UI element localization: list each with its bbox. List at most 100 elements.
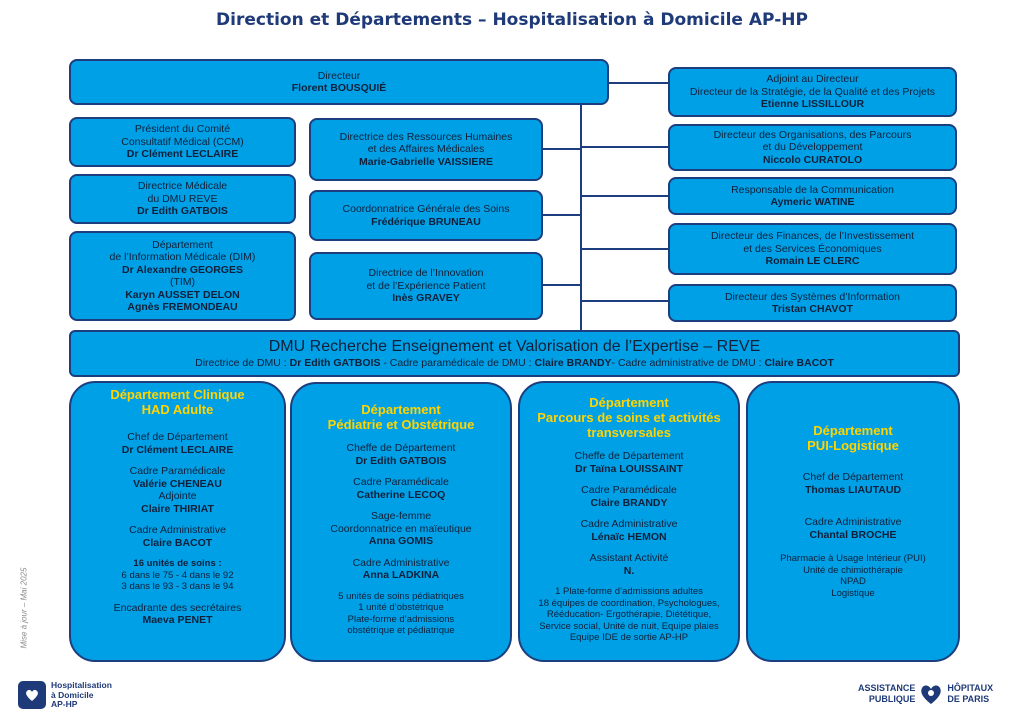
dept2-title: Département Pédiatrie et Obstétrique: [328, 402, 475, 432]
dept1-chef-name: Dr Clément LECLAIRE: [121, 443, 234, 456]
drh-line-1: Directrice des Ressources Humaines: [339, 130, 513, 143]
dept3-unites-4: Service social, Unité de nuit, Equipe pl…: [539, 620, 719, 632]
dept3-admin-role: Cadre Administrative: [580, 518, 678, 530]
dmu-sub-3-name: Claire BACOT: [764, 357, 834, 369]
dept3-title-3: transversales: [587, 425, 671, 440]
logo-had-line-3: AP-HP: [51, 699, 78, 709]
dept3-chef-name: Dr Taïna LOUISSAINT: [575, 462, 683, 475]
logo-had: Hospitalisation à Domicile AP-HP: [18, 680, 112, 710]
dept3-cadre-role: Cadre Paramédicale: [581, 484, 677, 496]
dept3-title-2: Parcours de soins et activités: [537, 410, 721, 425]
dept2-unites: 5 unités de soins pédiatriques 1 unité d…: [338, 591, 464, 637]
dept1-adjointe-role: Adjointe: [158, 490, 197, 502]
dmu-sub-1: Directrice de DMU :: [195, 357, 290, 369]
dept1-secr-name: Maeva PENET: [142, 614, 213, 626]
adj-name: Etienne LISSILLOUR: [760, 98, 865, 111]
dept1-admin-name: Claire BACOT: [142, 536, 213, 549]
dept1-unites-2: 3 dans le 93 - 3 dans le 94: [121, 581, 234, 592]
logo-had-text: Hospitalisation à Domicile AP-HP: [51, 680, 112, 710]
dept2-chef: Cheffe de Département Dr Edith GATBOIS: [347, 442, 456, 467]
dept1-unites-title: 16 unités de soins :: [133, 558, 222, 569]
dept1-title-1: Département Clinique: [110, 387, 245, 402]
dept2-admin-name: Anna LADKINA: [362, 569, 440, 581]
dept2-sf-role: Sage-femme: [370, 510, 432, 522]
drh-box: Directrice des Ressources Humaines et de…: [309, 118, 543, 181]
dept3-unites-1: 1 Plate-forme d’admissions adultes: [555, 586, 703, 597]
logo-had-line-2: à Domicile: [51, 689, 94, 700]
dept3-cadre-admin: Cadre Administrative Lénaïc HEMON: [581, 518, 678, 543]
dept2-unites-3: Plate-forme d’admissions: [347, 613, 455, 625]
dept2-unites-1: 5 unités de soins pédiatriques: [338, 590, 464, 602]
dim-line-3: (TIM): [169, 276, 196, 288]
dmu-sub-3: - Cadre administrative de DMU :: [611, 357, 765, 369]
dept-pediatrie: Département Pédiatrie et Obstétrique Che…: [290, 382, 512, 662]
innov-line-1: Directrice de l’Innovation: [368, 267, 484, 280]
dept3-asst-name: N.: [623, 564, 635, 577]
dept1-adjointe-name: Claire THIRIAT: [141, 502, 214, 515]
fin-line-2: et des Services Économiques: [743, 242, 882, 255]
dim-name-1: Dr Alexandre GEORGES: [122, 263, 243, 276]
dm-line-2: du DMU REVE: [147, 192, 218, 205]
dept4-unites-1: Pharmacie à Usage Intérieur (PUI): [780, 553, 926, 564]
ccm-box: Président du Comité Consultatif Médical …: [69, 117, 296, 167]
si-line-1: Directeur des Systèmes d’Information: [724, 290, 901, 303]
aphp-left-1: ASSISTANCE: [858, 683, 916, 693]
dept3-asst-role: Assistant Activité: [589, 552, 669, 564]
connector-c1: [542, 148, 581, 150]
dmu-sub-2-name: Claire BRANDY: [534, 357, 612, 369]
dept1-chef-role: Chef de Département: [127, 431, 228, 443]
fin-name: Romain LE CLERC: [765, 255, 860, 268]
connector-c3: [542, 284, 581, 286]
dept2-sf-name: Anna GOMIS: [368, 535, 434, 547]
org-line-2: et du Développement: [762, 141, 863, 154]
dmu-sub-2: - Cadre paramédicale de DMU :: [380, 357, 535, 369]
directeur-role: Directeur: [317, 69, 361, 82]
dim-line-1: Département: [152, 238, 213, 251]
dim-line-2: de l’Information Médicale (DIM): [109, 251, 256, 263]
fin-line-1: Directeur des Finances, de l’Investissem…: [710, 230, 915, 243]
page-title: Direction et Départements – Hospitalisat…: [216, 10, 808, 30]
dept-clinique-had: Département Clinique HAD Adulte Chef de …: [69, 381, 286, 662]
dept1-admin-role: Cadre Administrative: [129, 524, 226, 536]
dmu-title: DMU Recherche Enseignement et Valorisati…: [268, 338, 761, 355]
connector-r5: [581, 300, 669, 302]
connector-c2: [542, 214, 581, 216]
dept2-unites-2: 1 unité d’obstétrique: [358, 602, 444, 613]
dept4-chef-role: Chef de Département: [802, 471, 904, 483]
si-name: Tristan CHAVOT: [772, 303, 853, 315]
soins-name: Frédérique BRUNEAU: [371, 215, 481, 228]
org-name: Niccolo CURATOLO: [762, 153, 863, 166]
dept4-chef: Chef de Département Thomas LIAUTAUD: [803, 471, 903, 496]
dept3-chef-role: Cheffe de Département: [574, 450, 684, 462]
dept1-title-2: HAD Adulte: [141, 402, 214, 417]
dept3-chef: Cheffe de Département Dr Taïna LOUISSAIN…: [575, 450, 684, 475]
dept3-unites: 1 Plate-forme d’admissions adultes 18 éq…: [538, 586, 719, 644]
dept4-chef-name: Thomas LIAUTAUD: [804, 483, 902, 496]
dept2-chef-role: Cheffe de Département: [346, 442, 456, 454]
aphp-heart-icon: [921, 685, 942, 704]
connector-r3: [581, 195, 669, 197]
organisations-box: Directeur des Organisations, des Parcour…: [668, 124, 957, 171]
dept2-cadre-admin: Cadre Administrative Anna LADKINA: [353, 557, 450, 582]
org-line-1: Directeur des Organisations, des Parcour…: [713, 128, 912, 141]
directrice-medicale-box: Directrice Médicale du DMU REVE Dr Edith…: [69, 174, 296, 224]
dim-name-2: Karyn AUSSET DELON: [125, 288, 240, 301]
connector-trunk: [580, 82, 582, 332]
dept3-cadre-name: Claire BRANDY: [590, 496, 668, 509]
dept3-assistant: Assistant Activité N.: [590, 552, 669, 577]
dept1-chef: Chef de Département Dr Clément LECLAIRE: [122, 431, 233, 456]
dept1-cadre-para: Cadre Paramédicale Valérie CHENEAU Adjoi…: [130, 465, 226, 515]
dim-box: Département de l’Information Médicale (D…: [69, 231, 296, 321]
innov-line-2: et de l’Expérience Patient: [366, 279, 486, 292]
dept2-title-1: Département: [361, 402, 441, 417]
dept1-secr-role: Encadrante des secrétaires: [113, 601, 242, 614]
dept1-unites: 16 unités de soins : 6 dans le 75 - 4 da…: [122, 558, 234, 593]
soins-line-1: Coordonnatrice Générale des Soins: [342, 203, 510, 215]
dept1-secretaires: Encadrante des secrétaires Maeva PENET: [114, 602, 242, 627]
dept3-title: Département Parcours de soins et activit…: [537, 395, 721, 440]
drh-name: Marie-Gabrielle VAISSIERE: [358, 155, 494, 168]
adj-line-2: Directeur de la Stratégie, de la Qualité…: [689, 85, 936, 98]
dept3-cadre-para: Cadre Paramédicale Claire BRANDY: [581, 484, 677, 509]
logo-aphp-right-text: HÔPITAUX DE PARIS: [947, 683, 993, 705]
dept1-cadre-role: Cadre Paramédicale: [129, 465, 226, 477]
